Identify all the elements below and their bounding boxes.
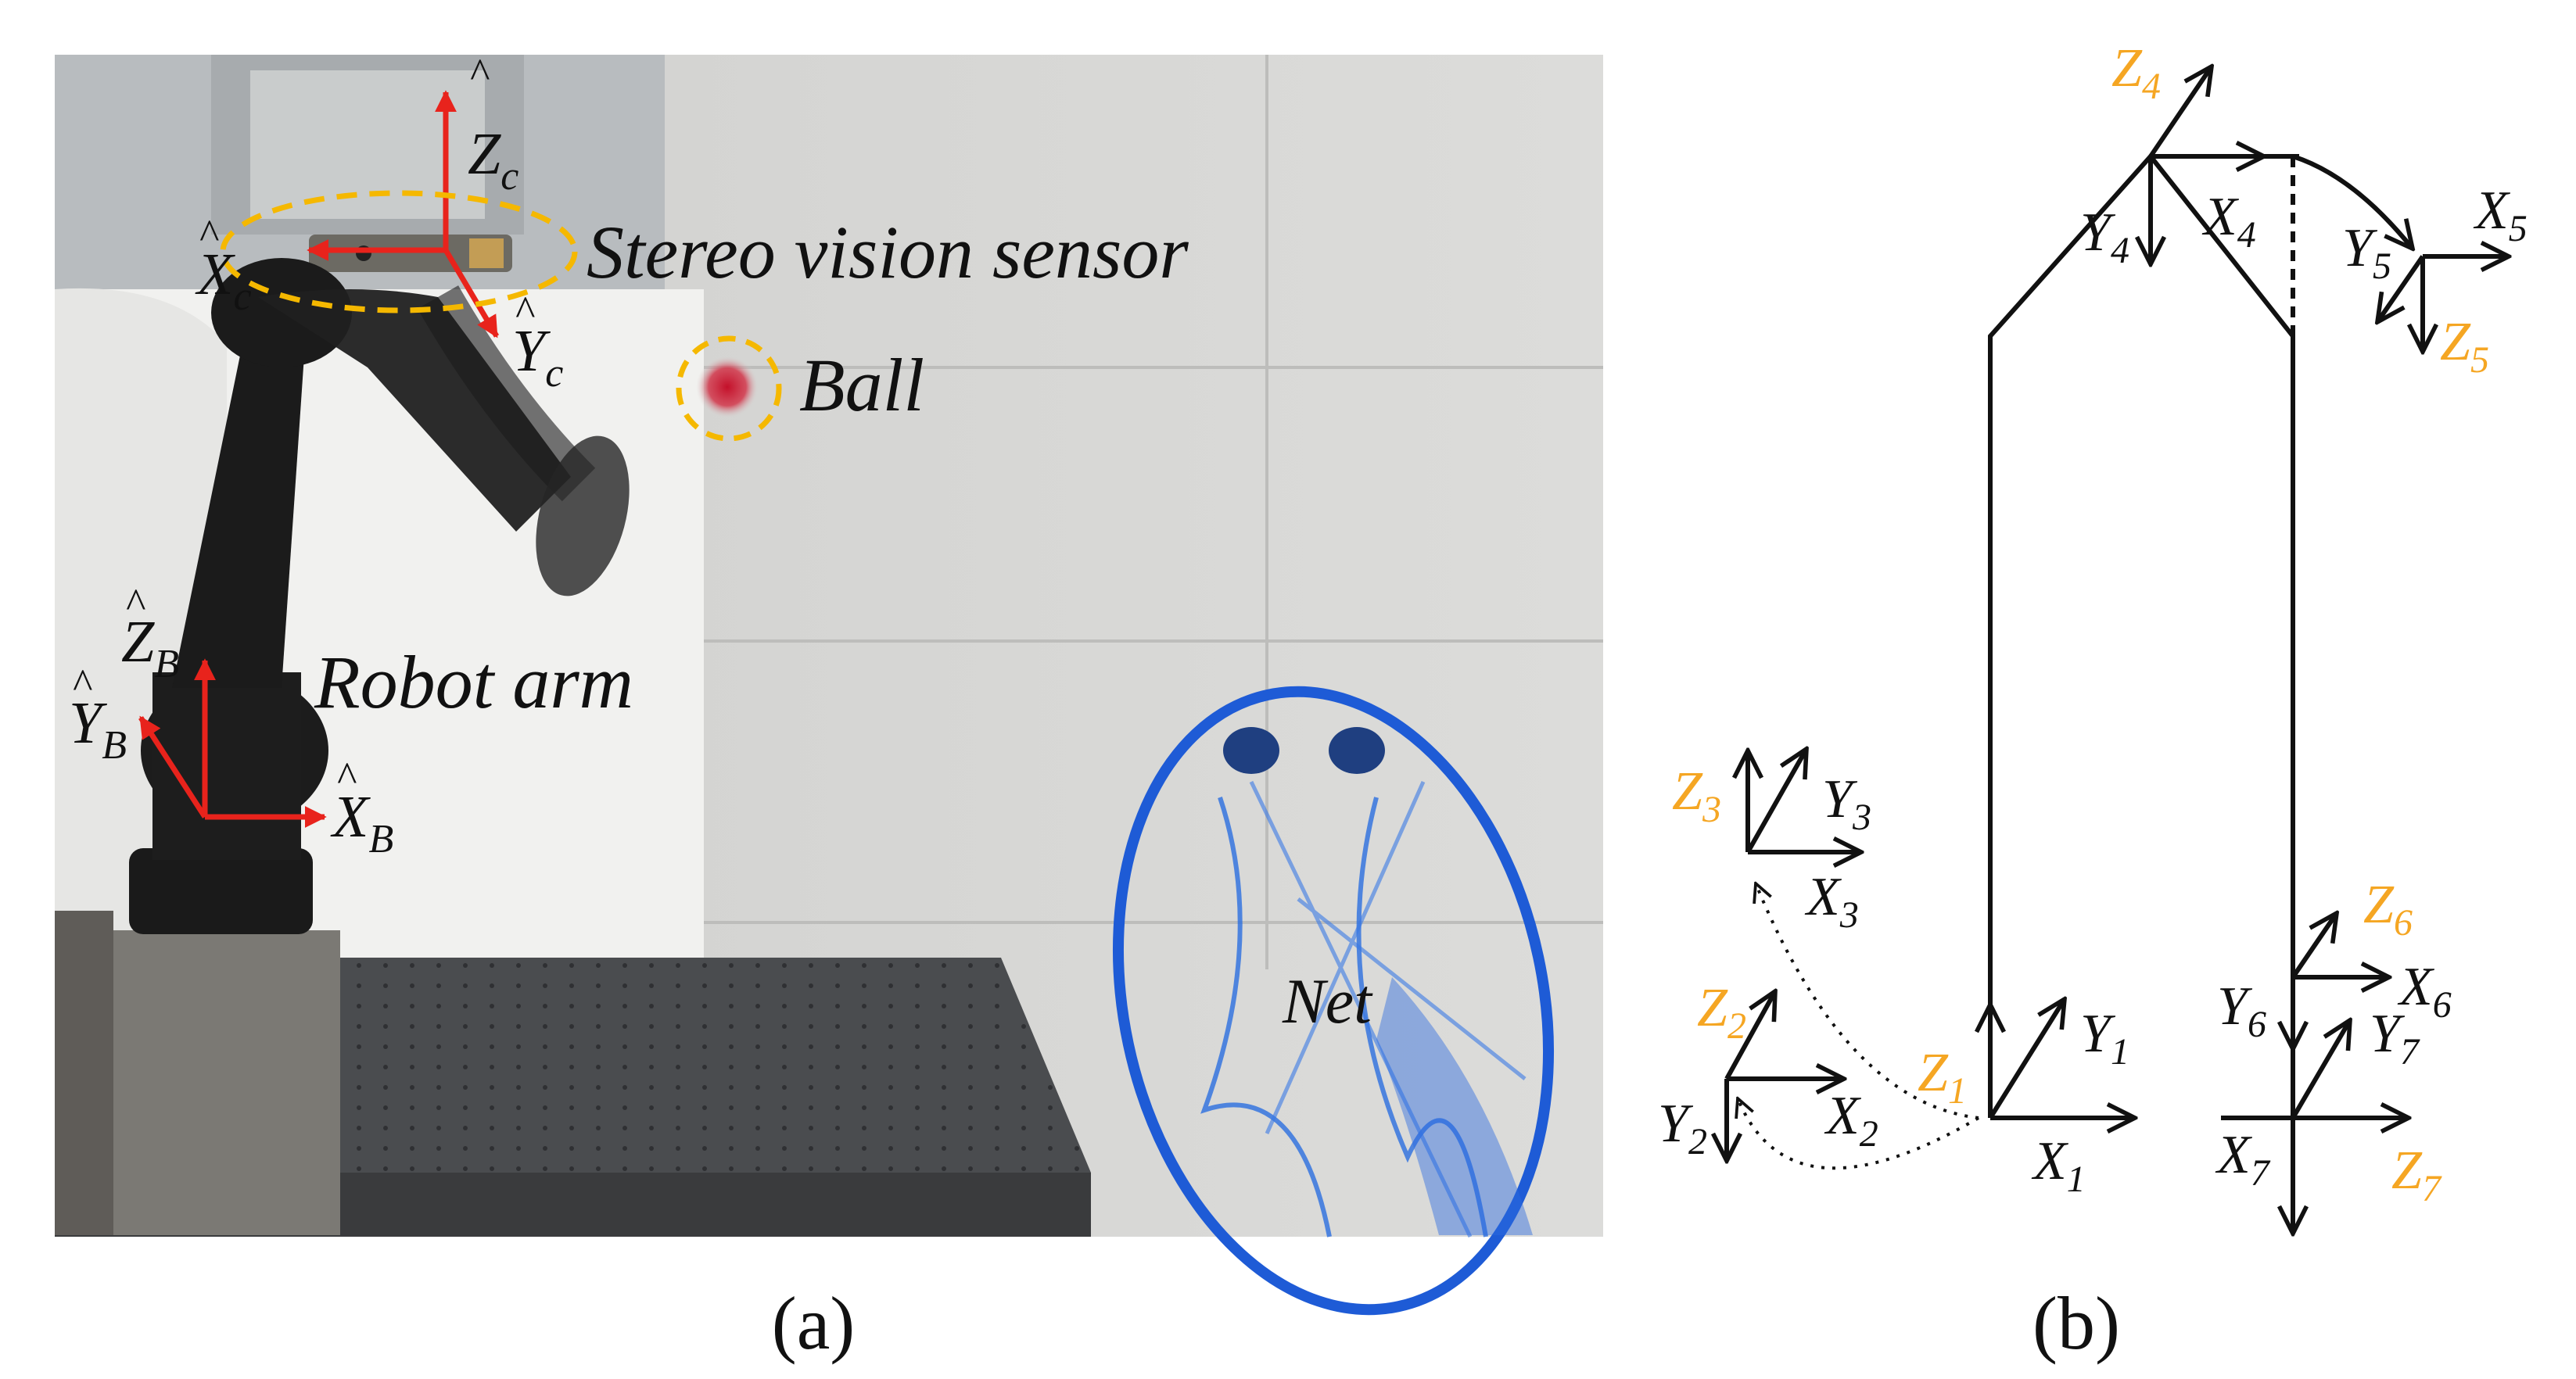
frame-7-axes xyxy=(2221,1020,2409,1234)
camera-y-hat: ^ xyxy=(515,288,535,335)
frame-3-z-label: Z3 xyxy=(1672,761,1721,830)
frame-3-x-label: X3 xyxy=(1804,867,1859,936)
panel-a-photo: Stereo vision sensor Ball Robot arm Net … xyxy=(55,50,1603,1316)
frame-7-y-label: Y7 xyxy=(2370,1004,2420,1073)
frame-5-x-label: X5 xyxy=(2473,181,2528,249)
base-z-hat: ^ xyxy=(125,580,145,627)
sensor-label: Stereo vision sensor xyxy=(587,210,1189,294)
camera-frame-axes xyxy=(307,90,500,338)
frame-2-axes xyxy=(1727,991,1844,1161)
ball-ellipse xyxy=(676,335,782,442)
frame-3-y-label: Y3 xyxy=(1822,769,1871,838)
net-label: Net xyxy=(1282,965,1373,1037)
ball-shape xyxy=(696,356,759,418)
robot-arm-label: Robot arm xyxy=(314,640,633,724)
caption-b: (b) xyxy=(2032,1281,2120,1365)
frame-1-y-label: Y1 xyxy=(2080,1004,2129,1073)
frame-6-y-label: Y6 xyxy=(2217,976,2266,1045)
frame-5-y-label: Y5 xyxy=(2342,218,2391,287)
frame-4-x-label: X4 xyxy=(2201,187,2256,256)
frame-1-z-label: Z1 xyxy=(1918,1043,1967,1112)
sensor-ellipse xyxy=(220,190,578,313)
frame-4-axes xyxy=(2151,66,2212,264)
link-right xyxy=(2148,155,2295,1118)
base-y-label: YB xyxy=(69,690,127,768)
frame-2-x-label: X2 xyxy=(1824,1086,1878,1155)
frame-4-z-label: Z4 xyxy=(2111,38,2161,107)
panel-b-diagram xyxy=(1727,66,2509,1234)
caption-a: (a) xyxy=(772,1281,856,1365)
frame-7-z-label: Z7 xyxy=(2391,1141,2442,1209)
frame5-connector xyxy=(2292,154,2413,249)
net-shape xyxy=(1112,686,1555,1316)
camera-z-hat: ^ xyxy=(469,50,490,97)
frame-5-z-label: Z5 xyxy=(2440,312,2489,381)
base-frame-axes xyxy=(138,658,327,828)
frame-6-z-label: Z6 xyxy=(2363,875,2413,944)
camera-x-hat: ^ xyxy=(199,211,219,258)
frame-4-y-label: Y4 xyxy=(2080,202,2129,271)
frame-3-axes xyxy=(1748,749,1861,852)
frame-6-axes xyxy=(2293,913,2389,1049)
concrete-block xyxy=(109,930,340,1235)
base-x-hat: ^ xyxy=(336,754,357,801)
frame-1-axes xyxy=(1990,999,2135,1118)
frame-2-z-label: Z2 xyxy=(1697,978,1746,1047)
base-x-label: XB xyxy=(330,784,393,861)
stereo-camera xyxy=(309,235,512,272)
frame-5-axes xyxy=(2377,256,2509,352)
frame-7-x-label: X7 xyxy=(2215,1125,2271,1194)
ball-label: Ball xyxy=(799,343,924,427)
camera-x-label: Xc xyxy=(195,242,252,319)
base-y-hat: ^ xyxy=(72,661,92,707)
frame-1-x-label: X1 xyxy=(2031,1131,2086,1200)
frame-2-y-label: Y2 xyxy=(1658,1094,1707,1162)
camera-y-label: Yc xyxy=(512,318,563,396)
base-z-label: ZB xyxy=(121,609,179,686)
link-left xyxy=(1988,154,2299,1118)
frame-6-x-label: X6 xyxy=(2397,957,2452,1026)
camera-z-label: Zc xyxy=(468,121,518,199)
